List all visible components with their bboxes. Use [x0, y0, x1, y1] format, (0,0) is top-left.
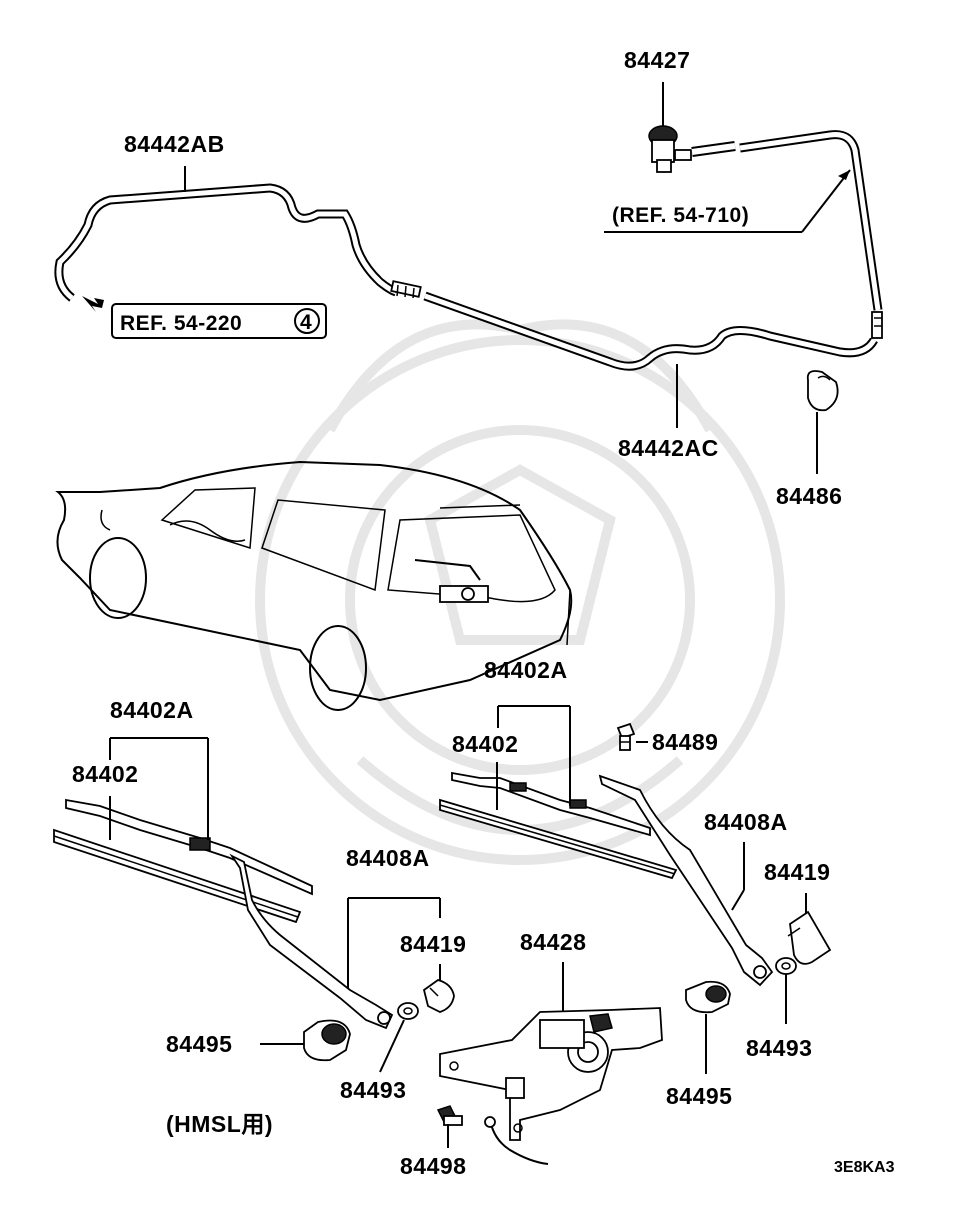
label-84486: 84486 [776, 483, 842, 509]
label-84419-left: 84419 [400, 931, 466, 957]
label-84428: 84428 [520, 929, 586, 955]
wiper-cap-84419-left [422, 964, 455, 1013]
label-84495-right: 84495 [666, 1083, 732, 1109]
ref-54-710-callout: (REF. 54-710) [604, 169, 851, 233]
ref-54-710-text: (REF. 54-710) [612, 204, 749, 227]
nut-84493-left [379, 1002, 419, 1073]
diagram-code: 3E8KA3 [834, 1159, 895, 1176]
label-84493-left: 84493 [340, 1077, 406, 1103]
label-84402-center: 84402 [452, 731, 518, 757]
label-84493-right: 84493 [746, 1035, 812, 1061]
ref-54-220-callout: REF. 54-220 4 [82, 296, 327, 339]
label-84489: 84489 [652, 729, 718, 755]
label-84402A-center: 84402A [484, 657, 568, 683]
label-84495-left: 84495 [166, 1031, 232, 1057]
label-84408A-right: 84408A [704, 809, 788, 835]
washer-nozzle-84427 [648, 82, 883, 339]
label-84408A-left: 84408A [346, 845, 430, 871]
ref-54-220-circle-number: 4 [300, 311, 312, 334]
wiper-blade-assembly-center [439, 705, 774, 987]
wiper-motor-84428 [439, 962, 663, 1165]
label-84442AC: 84442AC [618, 435, 719, 461]
bushing-84495-right [685, 980, 731, 1074]
label-84442AB: 84442AB [124, 131, 225, 157]
bushing-84495-left [260, 1019, 351, 1062]
arrow-right-icon [82, 296, 104, 312]
hose-clip-84486 [806, 370, 839, 474]
label-84498: 84498 [400, 1153, 466, 1179]
hmsl-note: (HMSL用) [166, 1111, 273, 1137]
ref-54-220-text: REF. 54-220 [120, 312, 242, 335]
watermark-emblem [255, 319, 785, 865]
nut-84493-right [775, 957, 797, 1024]
wiper-blade-assembly-left [53, 737, 441, 1030]
part-labels: 84442AB 84427 84442AC 84486 84402A 84402… [72, 47, 895, 1179]
bolt-84489 [616, 722, 648, 751]
hose-84442AB [54, 166, 878, 428]
label-84419-right: 84419 [764, 859, 830, 885]
label-84402-left: 84402 [72, 761, 138, 787]
label-84402A-left: 84402A [110, 697, 194, 723]
wiper-cap-84419-right [787, 893, 832, 965]
label-84427: 84427 [624, 47, 690, 73]
car-outline [55, 460, 573, 711]
screw-84498 [436, 1105, 463, 1148]
